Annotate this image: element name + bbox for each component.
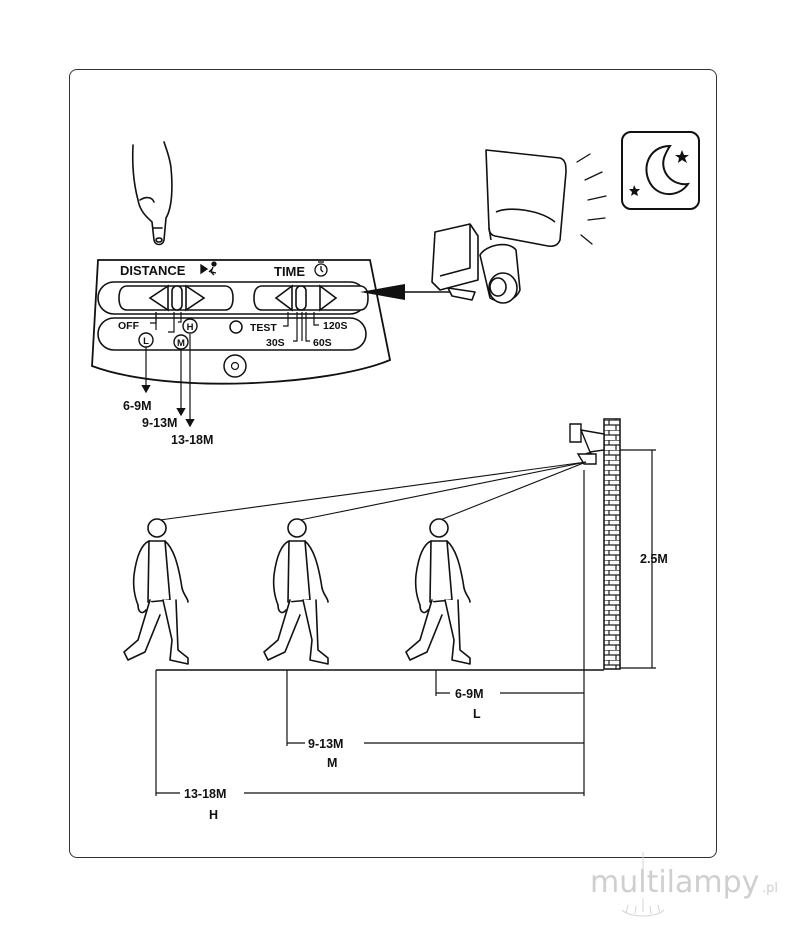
floodlight-fixture <box>431 149 567 304</box>
light-rays <box>576 153 607 245</box>
finger-icon <box>131 141 173 246</box>
person-icon-mid <box>263 518 329 665</box>
range-high-label: 13-18M <box>184 787 226 801</box>
output-high-label: 13-18M <box>171 433 213 447</box>
height-dimension <box>620 449 656 669</box>
range-low-label: 6-9M <box>455 687 483 701</box>
test-button[interactable] <box>223 354 247 378</box>
svg-text:multilampy: multilampy <box>590 865 759 900</box>
time-connectors <box>283 312 319 342</box>
mount-height-label: 2.5M <box>640 552 668 566</box>
timer-icon <box>314 261 328 277</box>
svg-text:M: M <box>177 338 185 349</box>
person-icon-near <box>405 518 471 665</box>
wall-lamp-icon <box>569 423 605 465</box>
time-60-label: 60S <box>313 337 332 349</box>
motion-sensor-icon <box>200 261 217 276</box>
time-test-label: TEST <box>250 322 277 334</box>
diagram-frame <box>69 69 717 858</box>
distance-label: DISTANCE <box>120 263 186 278</box>
range-dimensions <box>155 470 585 796</box>
distance-low-badge: L <box>138 332 154 348</box>
svg-text:L: L <box>143 336 149 347</box>
wall <box>603 418 621 670</box>
distance-mid-badge: M <box>173 334 189 350</box>
range-low-code: L <box>473 707 481 721</box>
range-high-code: H <box>209 808 218 822</box>
zoom-arrow <box>360 284 450 300</box>
time-120-label: 120S <box>323 320 348 332</box>
distance-connectors <box>141 312 195 428</box>
detection-rays <box>159 461 587 521</box>
watermark-logo: multilampy .pl <box>590 852 778 917</box>
distance-high-badge: H <box>182 318 198 334</box>
output-mid-label: 9-13M <box>142 416 177 430</box>
range-mid-label: 9-13M <box>308 737 343 751</box>
time-30-label: 30S <box>266 337 285 349</box>
person-icon-far <box>123 518 189 665</box>
time-label: TIME <box>274 264 305 279</box>
range-mid-code: M <box>327 756 337 770</box>
output-low-label: 6-9M <box>123 399 151 413</box>
indicator-led <box>229 320 243 334</box>
svg-text:H: H <box>187 322 194 333</box>
svg-text:.pl: .pl <box>762 881 778 896</box>
distance-slider[interactable] <box>118 284 234 312</box>
distance-off-label: OFF <box>118 320 140 332</box>
time-slider[interactable] <box>253 284 369 312</box>
night-mode-icon <box>621 131 700 210</box>
